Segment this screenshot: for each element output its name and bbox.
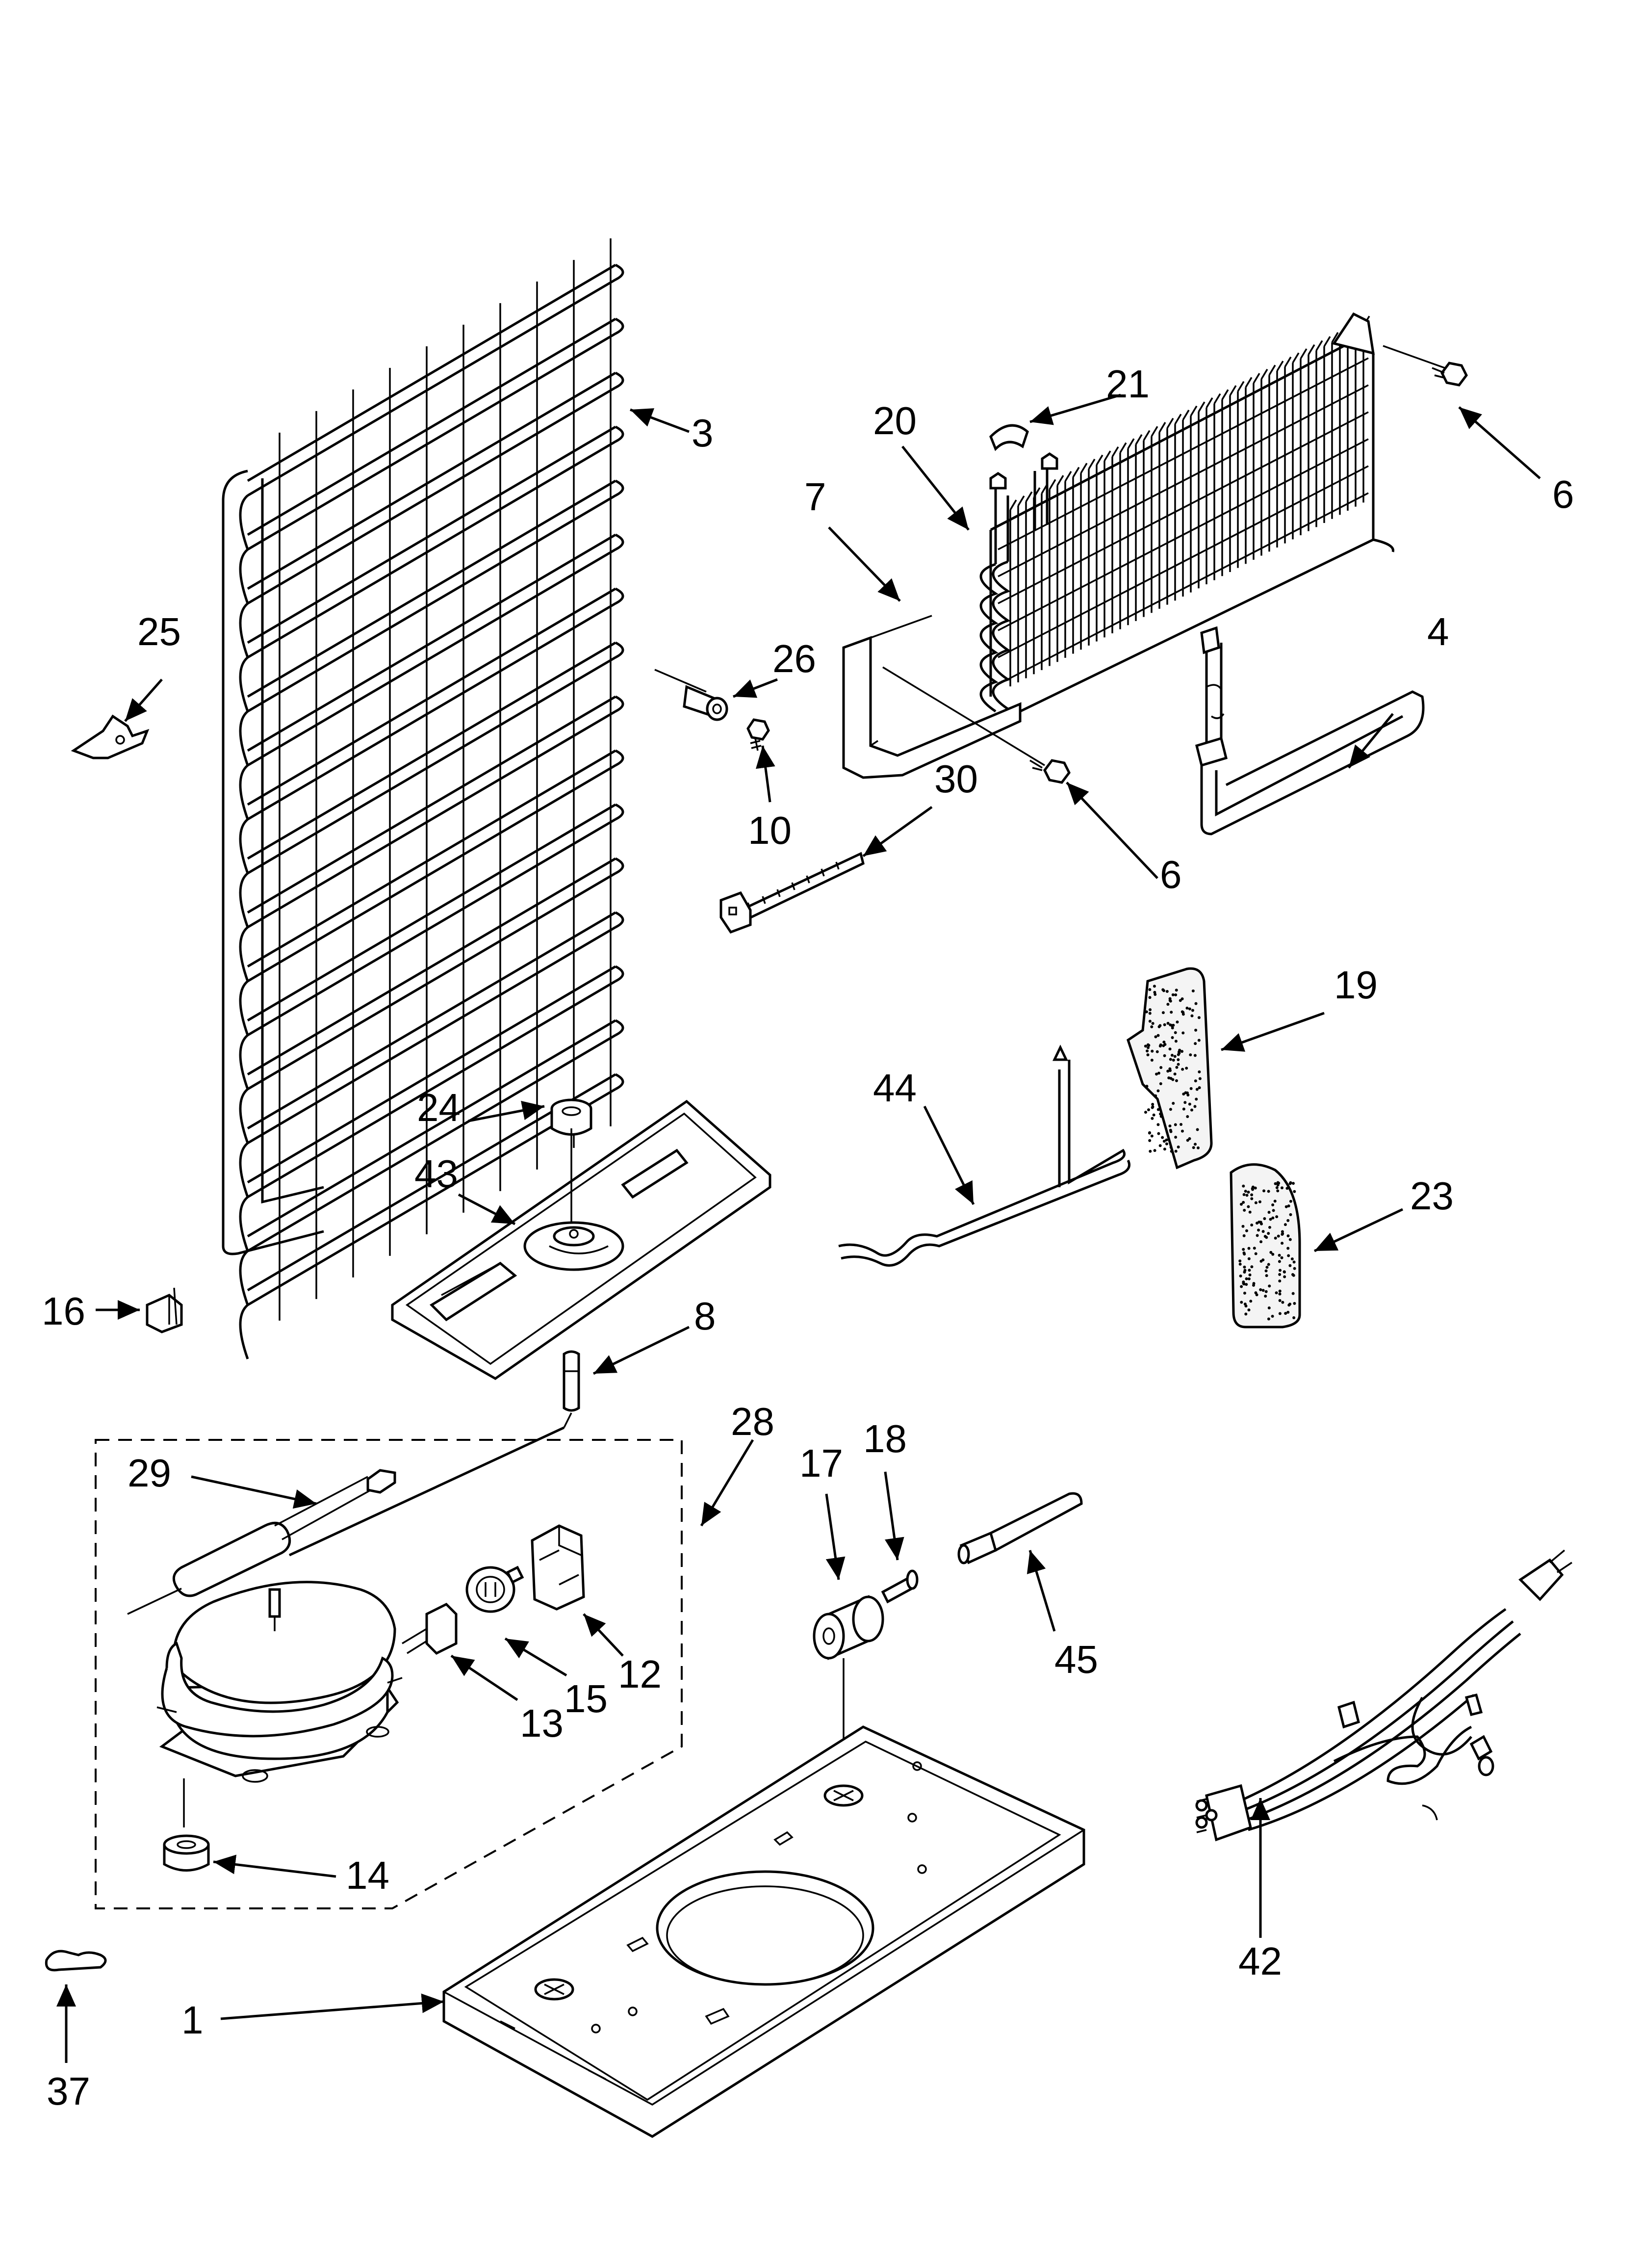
callout-45: 45 bbox=[1054, 1638, 1098, 1681]
axle-18-part bbox=[881, 1569, 919, 1604]
wire-harness-42-part bbox=[1195, 1549, 1572, 1842]
callout-14: 14 bbox=[346, 1853, 389, 1897]
callout-37: 37 bbox=[47, 2069, 90, 2113]
callout-20: 20 bbox=[873, 399, 917, 443]
compressor-part bbox=[156, 1581, 403, 1783]
clip-part bbox=[146, 1287, 183, 1333]
callout-7: 7 bbox=[804, 475, 826, 519]
callout-16: 16 bbox=[42, 1289, 85, 1333]
connector-8-part bbox=[563, 1350, 580, 1428]
leader-lines bbox=[56, 393, 1541, 2063]
callout-6-top: 6 bbox=[1552, 472, 1574, 516]
screw-part-mid bbox=[882, 666, 1071, 784]
drain-pan-part bbox=[391, 1099, 771, 1380]
tube-45-part bbox=[957, 1492, 1083, 1564]
drier-29-part bbox=[127, 1426, 565, 1615]
callout-8: 8 bbox=[694, 1294, 716, 1338]
tube-44-part bbox=[838, 1044, 1130, 1267]
callout-1: 1 bbox=[181, 1998, 204, 2042]
grommet-14-part bbox=[163, 1778, 210, 1872]
foam-block-19 bbox=[1127, 967, 1213, 1170]
callout-24: 24 bbox=[417, 1086, 461, 1129]
overload-13-part bbox=[402, 1602, 458, 1655]
callout-43: 43 bbox=[414, 1152, 458, 1196]
roller-17-part bbox=[813, 1595, 884, 1756]
callout-44: 44 bbox=[873, 1066, 917, 1110]
bracket-part bbox=[71, 714, 150, 759]
base-pan-part bbox=[442, 1725, 1085, 2138]
callout-10: 10 bbox=[748, 808, 792, 852]
callout-labels: 3 4 6 6 7 20 21 25 26 10 30 19 44 23 24 … bbox=[42, 362, 1574, 2113]
callout-25: 25 bbox=[137, 610, 181, 653]
screw-part-10 bbox=[746, 718, 770, 751]
callout-19: 19 bbox=[1334, 963, 1378, 1007]
callout-42: 42 bbox=[1238, 1939, 1282, 1983]
relay-15-part bbox=[465, 1565, 524, 1613]
callout-21: 21 bbox=[1106, 362, 1150, 406]
condenser-coil-part bbox=[222, 238, 624, 1359]
callout-6-mid: 6 bbox=[1160, 853, 1182, 896]
spacer-part bbox=[654, 669, 728, 721]
callout-26: 26 bbox=[772, 637, 816, 680]
callout-4: 4 bbox=[1427, 610, 1449, 653]
foam-block-23 bbox=[1230, 1163, 1301, 1329]
tube-clip-part bbox=[989, 424, 1029, 451]
callout-29: 29 bbox=[128, 1451, 171, 1495]
relay-cover-12-part bbox=[531, 1524, 585, 1611]
screw-part-top bbox=[1383, 345, 1468, 387]
callout-13: 13 bbox=[520, 1701, 564, 1745]
callout-23: 23 bbox=[1410, 1174, 1454, 1218]
callout-30: 30 bbox=[934, 757, 978, 801]
heater-part bbox=[1195, 626, 1425, 835]
callout-12: 12 bbox=[618, 1652, 662, 1696]
callout-18: 18 bbox=[863, 1417, 907, 1460]
callout-28: 28 bbox=[731, 1400, 774, 1443]
grommet-24 bbox=[550, 1098, 592, 1222]
cable-tie-part bbox=[719, 852, 865, 934]
clip-37-part bbox=[45, 1950, 107, 1972]
callout-3: 3 bbox=[692, 411, 714, 455]
evaporator-part bbox=[842, 312, 1394, 779]
callout-15: 15 bbox=[564, 1677, 608, 1721]
callout-17: 17 bbox=[799, 1441, 843, 1485]
